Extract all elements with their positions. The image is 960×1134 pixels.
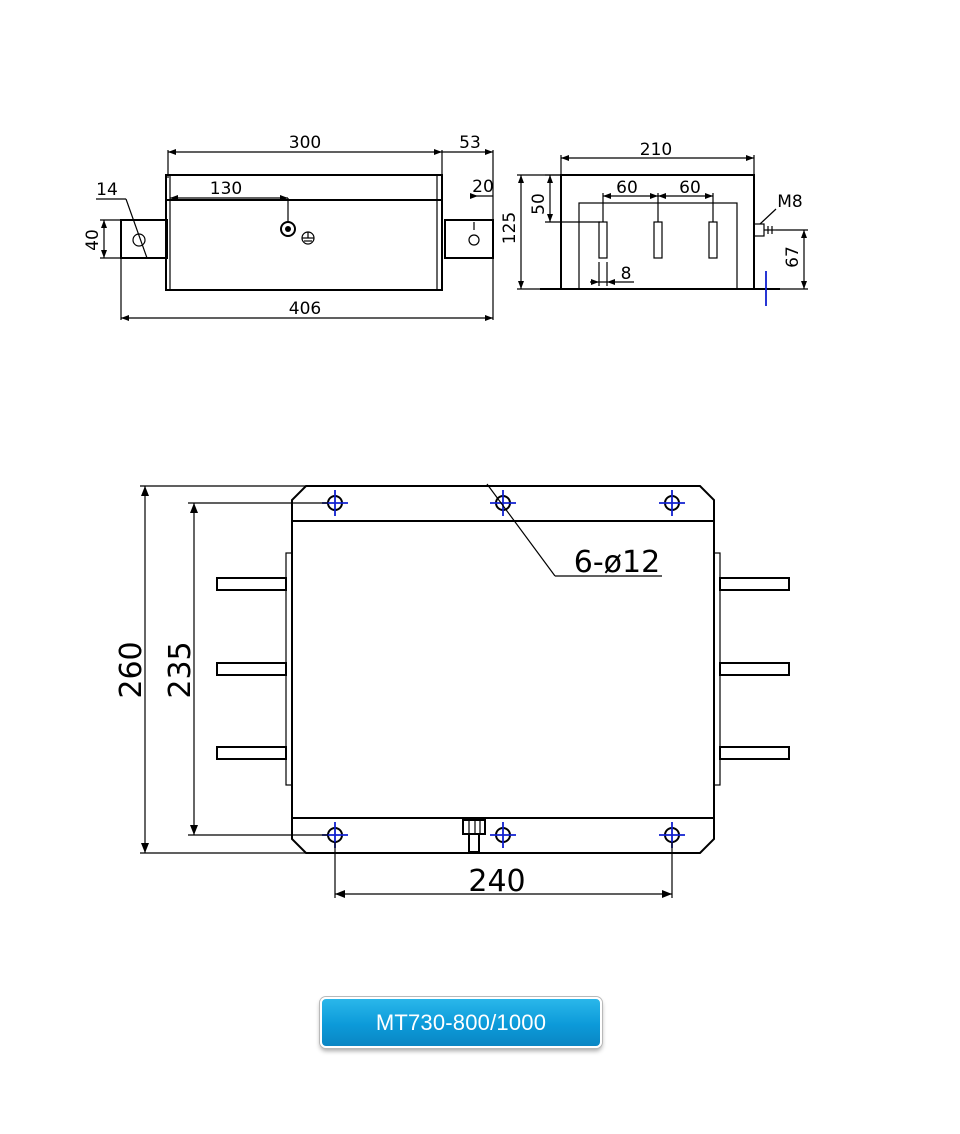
side-view: 210 60 60 50 125 8 M8	[500, 140, 808, 306]
hole-spec-label: 6-ø12	[574, 545, 660, 580]
dim-240: 240	[468, 864, 525, 899]
dim-235: 235	[163, 641, 198, 698]
ground-bolt	[462, 819, 486, 853]
dim-40: 40	[83, 229, 103, 251]
mount-hole-top-center	[490, 490, 516, 516]
dim-8: 8	[621, 264, 632, 284]
bolt-spec-m8: M8	[777, 192, 802, 212]
dim-20: 20	[472, 177, 494, 197]
dim-53: 53	[459, 133, 481, 153]
dim-60-b: 60	[679, 178, 701, 198]
mount-hole-top-right	[659, 490, 685, 516]
dim-14: 14	[96, 180, 118, 200]
bottom-view: 6-ø12 260 235 240	[114, 483, 790, 899]
dim-210: 210	[640, 140, 672, 160]
dim-130: 130	[210, 179, 242, 199]
dim-50: 50	[529, 193, 549, 215]
dim-67: 67	[783, 246, 803, 268]
dim-406: 406	[289, 299, 321, 319]
dim-260: 260	[114, 641, 149, 698]
top-view: 300 53 130 20 14 40 406	[83, 133, 494, 321]
model-label-button[interactable]: MT730-800/1000	[320, 997, 602, 1048]
dim-300: 300	[289, 133, 321, 153]
mount-hole-bottom-center	[490, 822, 516, 848]
dim-125: 125	[500, 212, 520, 244]
dim-60-a: 60	[616, 178, 638, 198]
